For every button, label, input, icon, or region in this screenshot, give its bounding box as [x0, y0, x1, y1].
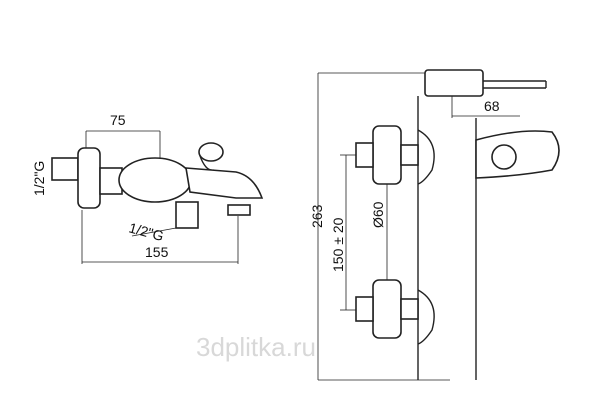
dim-label-150: 150 ± 20 — [330, 217, 346, 272]
leader-line — [131, 227, 177, 237]
dim-label-155: 155 — [145, 244, 169, 260]
upper-pipe — [355, 142, 374, 168]
inlet-pipe — [51, 157, 79, 181]
handle-cap — [491, 144, 517, 170]
shower-outlet — [175, 201, 199, 229]
upper-body-curve — [417, 129, 435, 185]
front-view: 263 68 150 ± 20 Ø60 — [309, 69, 560, 381]
mixer-body — [118, 157, 192, 203]
lower-body-curve — [417, 289, 435, 345]
lower-flange — [372, 279, 402, 339]
dim-label-263: 263 — [309, 204, 325, 228]
spout — [185, 167, 264, 199]
wall-flange — [77, 147, 101, 209]
watermark: 3dplitka.ru — [196, 332, 316, 362]
dim-label-68: 68 — [484, 98, 500, 114]
aerator — [227, 204, 251, 216]
side-handle — [475, 130, 560, 179]
dim-label-75: 75 — [110, 112, 126, 128]
top-head — [424, 69, 484, 97]
inlet-thread-label: 1/2"G — [31, 161, 47, 196]
lower-pipe — [355, 296, 374, 322]
handle-knob — [198, 142, 224, 162]
lower-nut — [400, 298, 419, 320]
upper-flange — [372, 125, 402, 185]
upper-nut — [400, 144, 419, 166]
dim-label-diameter: Ø60 — [370, 201, 386, 228]
outlet-thread-label: 1/2"G — [127, 219, 165, 244]
side-view: 75 1/2"G 1/2"G 155 — [31, 112, 264, 264]
